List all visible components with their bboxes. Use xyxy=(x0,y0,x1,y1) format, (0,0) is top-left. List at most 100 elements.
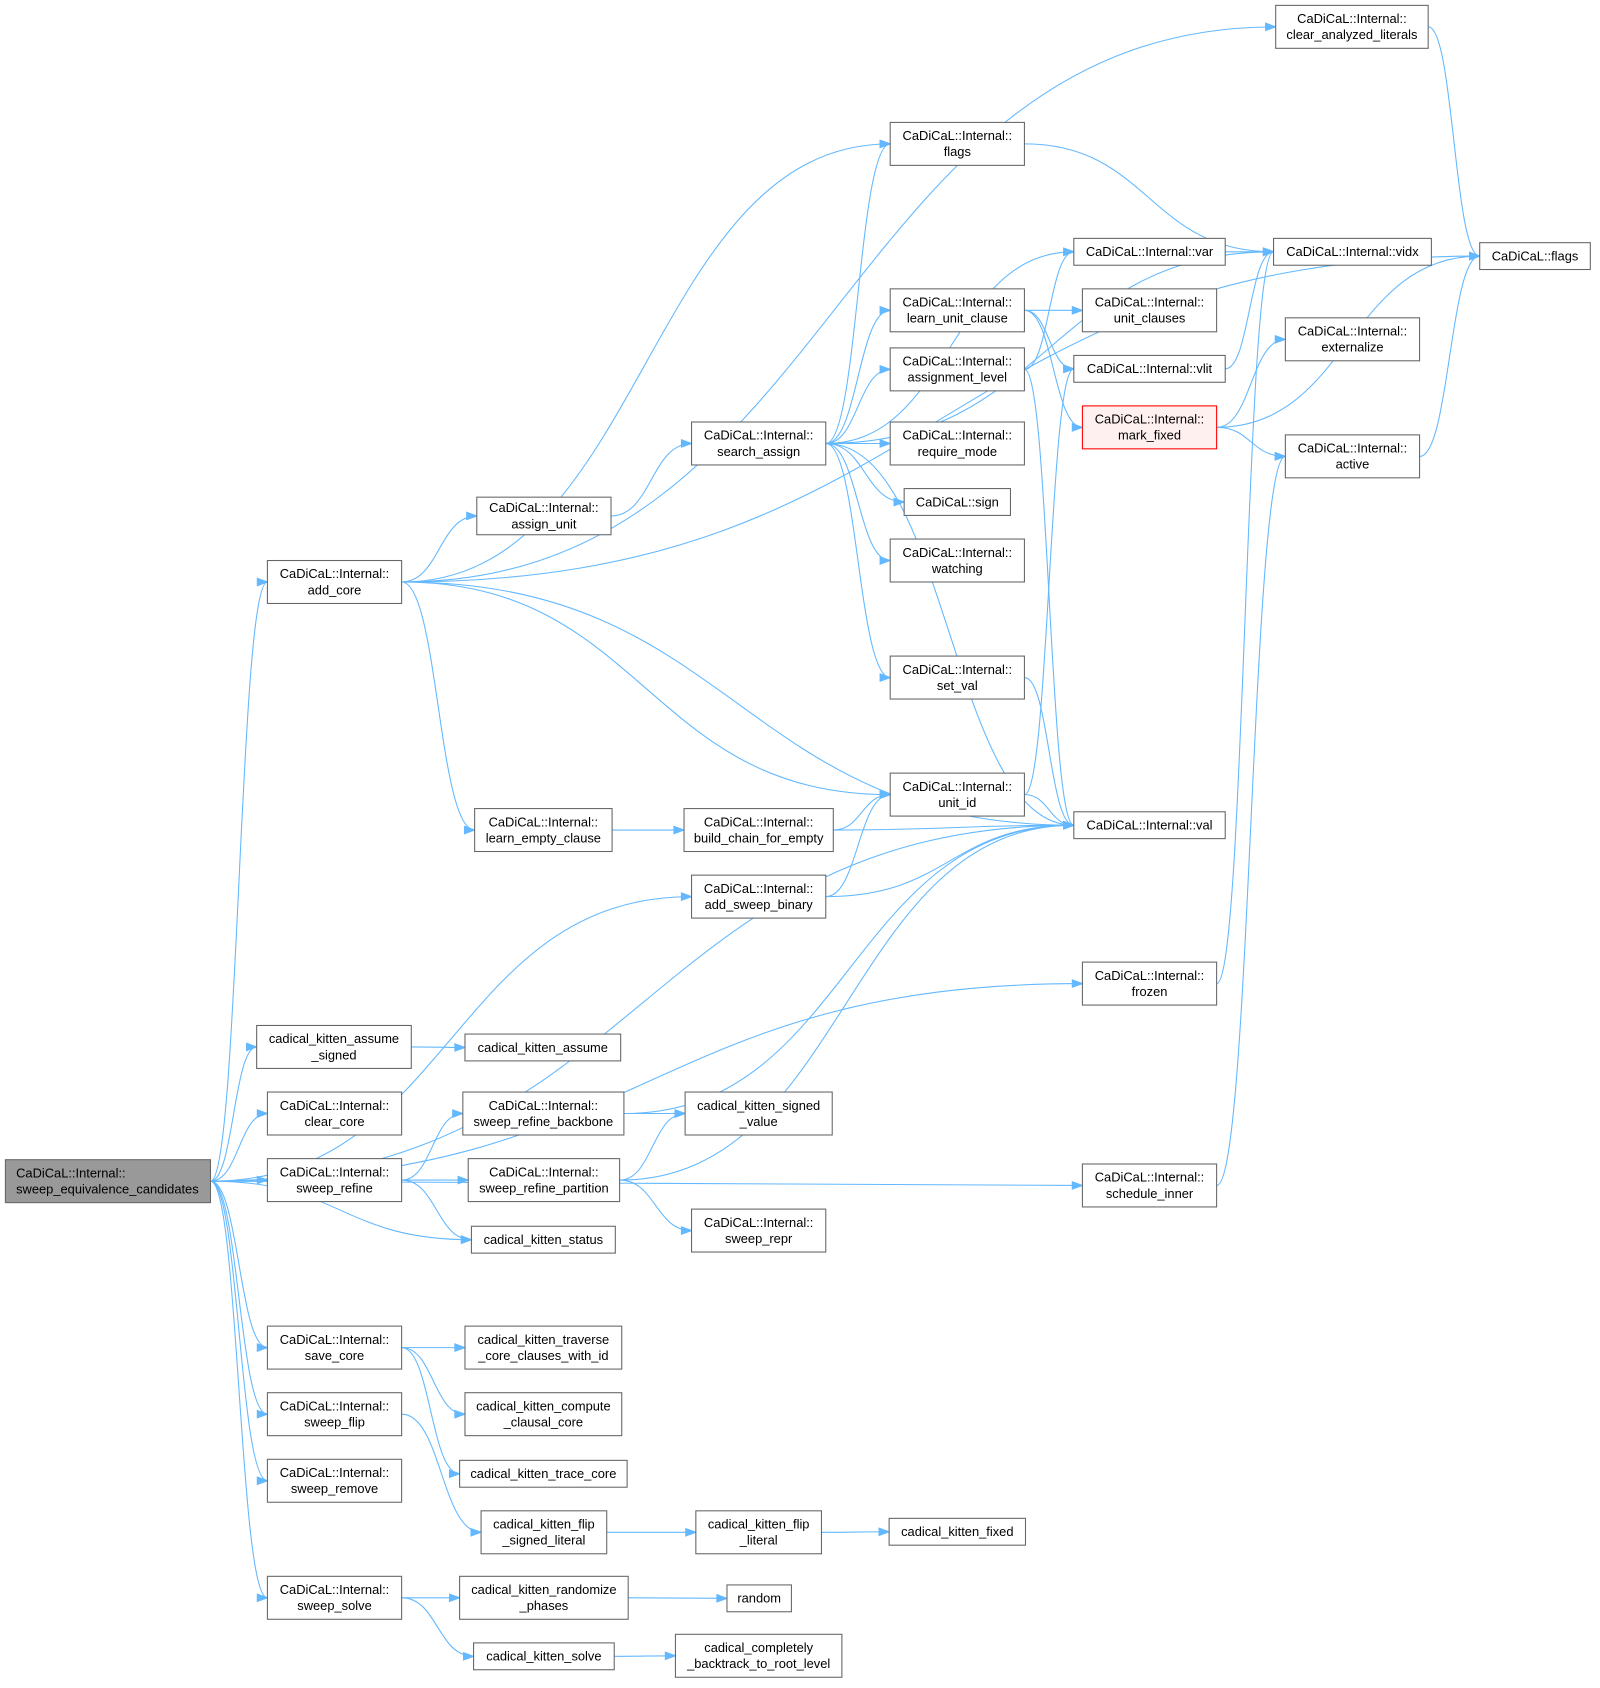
node-main[interactable]: CaDiCaL::Internal::sweep_equivalence_can… xyxy=(4,1159,212,1204)
node-traverse[interactable]: cadical_kitten_traverse_core_clauses_wit… xyxy=(464,1325,623,1370)
edge-main-to-frozen xyxy=(210,983,1083,1182)
node-set-val[interactable]: CaDiCaL::Internal::set_val xyxy=(889,655,1025,700)
node-kitten-fixed[interactable]: cadical_kitten_fixed xyxy=(888,1517,1027,1546)
node-var[interactable]: CaDiCaL::Internal::var xyxy=(1073,237,1226,266)
edge-partition-to-val xyxy=(619,824,1074,1181)
node-box xyxy=(691,1208,827,1253)
node-vidx[interactable]: CaDiCaL::Internal::vidx xyxy=(1273,237,1432,266)
edge-add_core-to-iflags xyxy=(401,143,891,583)
node-box xyxy=(888,1517,1027,1546)
arrowhead-icon xyxy=(256,577,269,587)
node-unit-id[interactable]: CaDiCaL::Internal::unit_id xyxy=(889,772,1025,817)
arrowhead-icon xyxy=(1063,364,1076,374)
arrowhead-icon xyxy=(680,892,694,902)
node-kitten-status[interactable]: cadical_kitten_status xyxy=(470,1225,616,1254)
node-label: CaDiCaL::Internal:: xyxy=(1298,441,1408,456)
edge-learn_unit-to-vlit xyxy=(1024,309,1074,370)
node-kitten-solve[interactable]: cadical_kitten_solve xyxy=(473,1642,615,1671)
node-label: require_mode xyxy=(918,444,997,459)
node-signed-value[interactable]: cadical_kitten_signed_value xyxy=(684,1091,833,1136)
edges-layer xyxy=(210,22,1482,1661)
node-box xyxy=(474,808,613,853)
node-learn-empty[interactable]: CaDiCaL::Internal::learn_empty_clause xyxy=(474,808,613,853)
edge-search_assign-to-watching xyxy=(825,442,891,562)
node-box xyxy=(889,288,1025,333)
node-label: CaDiCaL::Internal:: xyxy=(489,1164,599,1179)
node-require-mode[interactable]: CaDiCaL::Internal::require_mode xyxy=(889,421,1025,466)
node-backtrack[interactable]: cadical_completely_backtrack_to_root_lev… xyxy=(674,1633,843,1678)
node-externalize[interactable]: CaDiCaL::Internal::externalize xyxy=(1284,317,1421,362)
node-clear-core[interactable]: CaDiCaL::Internal::clear_core xyxy=(266,1091,403,1136)
node-kitten-assume[interactable]: cadical_kitten_assume xyxy=(464,1033,622,1062)
node-label: unit_id xyxy=(938,795,976,810)
arrowhead-icon xyxy=(680,439,694,448)
node-label: random xyxy=(737,1591,781,1606)
node-add-core[interactable]: CaDiCaL::Internal::add_core xyxy=(266,559,403,605)
arrowhead-icon xyxy=(879,139,892,149)
edge-sweep_solve-to-kitten_solve xyxy=(401,1597,474,1657)
node-assume-signed[interactable]: cadical_kitten_assume_signed xyxy=(256,1024,412,1069)
node-schedule-inner[interactable]: CaDiCaL::Internal::schedule_inner xyxy=(1081,1163,1218,1208)
node-sweep-solve[interactable]: CaDiCaL::Internal::sweep_solve xyxy=(266,1575,403,1620)
node-flip-signed[interactable]: cadical_kitten_flip_signed_literal xyxy=(480,1510,608,1555)
edge-randomize-to-random xyxy=(628,1597,727,1599)
arrowhead-icon xyxy=(674,1109,687,1118)
node-assignment-level[interactable]: CaDiCaL::Internal::assignment_level xyxy=(889,347,1025,392)
node-label: watching xyxy=(931,561,983,576)
node-label: CaDiCaL::Internal:: xyxy=(903,779,1013,794)
node-unit-clauses[interactable]: CaDiCaL::Internal::unit_clauses xyxy=(1081,288,1218,333)
node-backbone[interactable]: CaDiCaL::Internal::sweep_refine_backbone xyxy=(462,1091,625,1136)
node-label: learn_unit_clause xyxy=(907,311,1008,326)
node-label: sweep_solve xyxy=(297,1598,371,1613)
node-randomize[interactable]: cadical_kitten_randomize_phases xyxy=(459,1575,629,1620)
node-trace-core[interactable]: cadical_kitten_trace_core xyxy=(459,1459,628,1488)
node-flip-literal[interactable]: cadical_kitten_flip_literal xyxy=(695,1510,823,1555)
node-mark-fixed[interactable]: CaDiCaL::Internal::mark_fixed xyxy=(1081,405,1218,450)
node-box xyxy=(1284,317,1421,362)
edge-main-to-assume_signed xyxy=(210,1046,257,1182)
node-sign[interactable]: CaDiCaL::sign xyxy=(903,488,1011,516)
node-assign-unit[interactable]: CaDiCaL::Internal::assign_unit xyxy=(476,496,612,536)
node-label: sweep_equivalence_candidates xyxy=(16,1182,199,1197)
node-label: CaDiCaL::Internal:: xyxy=(280,566,389,581)
node-val[interactable]: CaDiCaL::Internal::val xyxy=(1073,811,1226,840)
node-vlit[interactable]: CaDiCaL::Internal::vlit xyxy=(1073,354,1226,383)
node-sweep-flip[interactable]: CaDiCaL::Internal::sweep_flip xyxy=(266,1392,403,1437)
edge-clear_analyzed-to-cflags xyxy=(1427,26,1480,257)
node-build-chain[interactable]: CaDiCaL::Internal::build_chain_for_empty xyxy=(683,808,834,853)
node-compute-core[interactable]: cadical_kitten_compute_clausal_core xyxy=(464,1392,623,1437)
node-watching[interactable]: CaDiCaL::Internal::watching xyxy=(889,538,1025,583)
node-box xyxy=(467,1158,621,1203)
node-iflags[interactable]: CaDiCaL::Internal::flags xyxy=(889,121,1025,166)
arrowhead-icon xyxy=(1262,247,1276,257)
arrowhead-icon xyxy=(879,364,892,374)
node-sweep-repr[interactable]: CaDiCaL::Internal::sweep_repr xyxy=(691,1208,827,1253)
node-learn-unit[interactable]: CaDiCaL::Internal::learn_unit_clause xyxy=(889,288,1025,333)
node-cflags[interactable]: CaDiCaL::flags xyxy=(1479,242,1591,271)
node-clear-analyzed[interactable]: CaDiCaL::Internal::clear_analyzed_litera… xyxy=(1275,4,1429,49)
node-sweep-remove[interactable]: CaDiCaL::Internal::sweep_remove xyxy=(266,1458,403,1503)
node-save-core[interactable]: CaDiCaL::Internal::save_core xyxy=(266,1325,403,1370)
node-random[interactable]: random xyxy=(726,1584,792,1613)
node-box xyxy=(726,1584,792,1613)
node-active[interactable]: CaDiCaL::Internal::active xyxy=(1284,434,1421,479)
node-box xyxy=(889,655,1025,700)
edge-backbone-to-val xyxy=(623,824,1074,1115)
arrowhead-icon xyxy=(878,1527,891,1537)
node-label: CaDiCaL::Internal:: xyxy=(16,1165,125,1180)
node-add-sweep-binary[interactable]: CaDiCaL::Internal::add_sweep_binary xyxy=(691,874,827,919)
node-box xyxy=(1081,288,1218,333)
node-sweep-refine[interactable]: CaDiCaL::Internal::sweep_refine xyxy=(266,1158,403,1203)
node-search-assign[interactable]: CaDiCaL::Internal::search_assign xyxy=(691,421,827,466)
edge-add_core-to-learn_empty xyxy=(401,581,475,831)
arrowhead-icon xyxy=(879,790,892,800)
node-box xyxy=(1081,961,1218,1006)
node-partition[interactable]: CaDiCaL::Internal::sweep_refine_partitio… xyxy=(467,1158,621,1203)
node-frozen[interactable]: CaDiCaL::Internal::frozen xyxy=(1081,961,1218,1006)
node-label: CaDiCaL::Internal:: xyxy=(704,814,813,829)
node-label: CaDiCaL::Internal:: xyxy=(1095,968,1205,983)
node-label: sweep_refine_partition xyxy=(479,1180,609,1195)
node-label: cadical_kitten_trace_core xyxy=(470,1466,616,1481)
arrowhead-icon xyxy=(448,1469,462,1479)
